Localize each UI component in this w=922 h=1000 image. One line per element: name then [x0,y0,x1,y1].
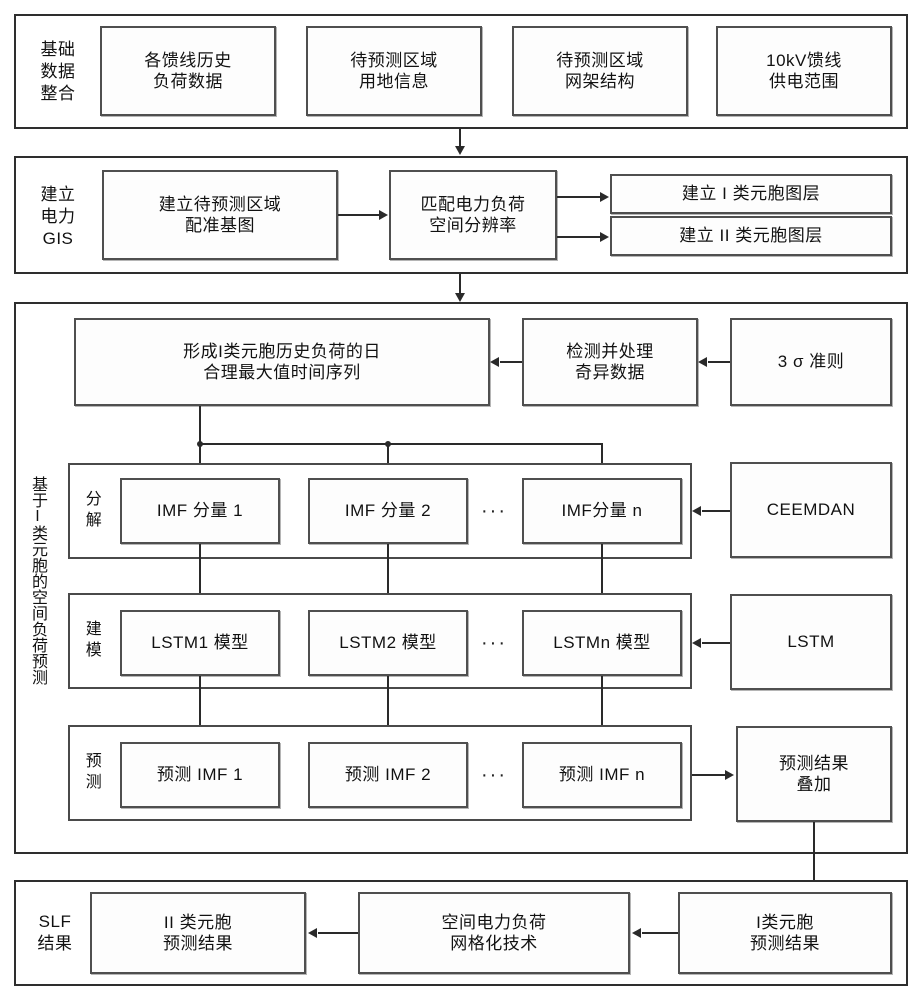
connector-lstm2-pred2 [387,676,389,728]
connector-lstm-lstmn [702,642,730,644]
row-label-decompose: 分 解 [85,491,103,529]
box-pred-imf-2: 预测 IMF 2 [308,742,468,808]
box-class1-result: I类元胞 预测结果 [678,892,892,974]
box-imf-2: IMF 分量 2 [308,478,468,544]
box-class2-layer-text: 建立 II 类元胞图层 [679,226,823,246]
box-imf-2-text: IMF 分量 2 [344,501,432,521]
box-pred-imf-2-text: 预测 IMF 2 [344,765,432,785]
connector-s2-s3 [459,274,461,294]
box-detect-outliers-text: 检测并处理 奇异数据 [566,341,654,382]
dots-modeling: ··· [481,631,507,654]
fanout-bus [199,443,603,445]
box-sum-results: 预测结果 叠加 [736,726,892,822]
arrow-detect-daily [490,357,499,367]
fanout-drop-1 [199,443,201,467]
box-pred-imf-n: 预测 IMF n [522,742,682,808]
row-label-modeling: 建 模 [85,621,103,659]
box-three-sigma: 3 σ 准则 [730,318,892,406]
box-match-resolution-text: 匹配电力负荷 空间分辨率 [420,194,526,235]
box-three-sigma-text: 3 σ 准则 [777,352,845,372]
box-lstm-2: LSTM2 模型 [308,610,468,676]
fanout-drop-2 [387,443,389,467]
arrow-match-class2 [600,232,609,242]
connector-ceemdan-imfn [702,510,730,512]
arrow-predn-sum [725,770,734,780]
box-match-resolution: 匹配电力负荷 空间分辨率 [389,170,557,260]
connector-s1-s2 [459,129,461,147]
connector-class1result-grid [642,932,678,934]
arrow-class1result-grid [632,928,641,938]
arrow-s1-s2 [455,146,465,155]
connector-detect-daily [500,361,522,363]
box-detect-outliers: 检测并处理 奇异数据 [522,318,698,406]
box-sum-results-text: 预测结果 叠加 [779,753,849,794]
connector-predn-sum [692,774,726,776]
arrow-grid-class2result [308,928,317,938]
connector-lstm1-pred1 [199,676,201,728]
arrow-ceemdan-imfn [692,506,701,516]
box-base-map-text: 建立待预测区域 配准基图 [158,194,282,235]
section-label-slf-result: SLF 结果 [37,911,73,953]
box-ceemdan: CEEMDAN [730,462,892,558]
box-lstm-2-text: LSTM2 模型 [339,633,437,653]
connector-match-class2 [557,236,601,238]
connector-lstmn-predn [601,676,603,728]
box-class1-layer: 建立 I 类元胞图层 [610,174,892,214]
connector-match-class1 [557,196,601,198]
box-class1-layer-text: 建立 I 类元胞图层 [681,184,821,204]
box-feeder-history-text: 各馈线历史 负荷数据 [144,50,232,91]
arrow-lstm-lstmn [692,638,701,648]
box-ceemdan-text: CEEMDAN [766,500,856,520]
section-label-class1-forecast-text: 基于I类元胞的空间负荷预测 [28,475,46,685]
box-class2-result: II 类元胞 预测结果 [90,892,306,974]
box-feeder-history: 各馈线历史 负荷数据 [100,26,276,116]
dots-prediction: ··· [481,763,507,786]
connector-basemap-match [338,214,380,216]
box-pred-imf-1: 预测 IMF 1 [120,742,280,808]
box-lstm-side-text: LSTM [787,632,835,652]
box-imf-1: IMF 分量 1 [120,478,280,544]
box-gridding-tech-text: 空间电力负荷 网格化技术 [441,912,547,953]
section-label-data-integration: 基础 数据 整合 [40,39,76,104]
section-label-class1-forecast: 基于I类元胞的空间负荷预测 [20,352,54,808]
box-class1-result-text: I类元胞 预测结果 [750,912,820,953]
box-lstm-1: LSTM1 模型 [120,610,280,676]
arrow-match-class1 [600,192,609,202]
box-imf-n: IMF分量 n [522,478,682,544]
dots-decompose: ··· [481,499,507,522]
fanout-drop-n [601,443,603,467]
box-lstm-n: LSTMn 模型 [522,610,682,676]
box-grid-structure: 待预测区域 网架结构 [512,26,688,116]
arrow-sigma-detect [698,357,707,367]
box-lstm-side: LSTM [730,594,892,690]
arrow-s2-s3 [455,293,465,302]
connector-imfn-lstmn [601,544,603,596]
box-land-use-info: 待预测区域 用地信息 [306,26,482,116]
section-label-power-gis: 建立 电力 GIS [40,184,76,249]
box-class2-layer: 建立 II 类元胞图层 [610,216,892,256]
box-lstm-1-text: LSTM1 模型 [151,633,249,653]
arrow-basemap-match [379,210,388,220]
connector-imf1-lstm1 [199,544,201,596]
fanout-stem [199,406,201,444]
box-daily-max-series: 形成I类元胞历史负荷的日 合理最大值时间序列 [74,318,490,406]
connector-sum-class1result [813,822,815,890]
box-imf-1-text: IMF 分量 1 [156,501,244,521]
box-pred-imf-n-text: 预测 IMF n [558,765,646,785]
box-grid-structure-text: 待预测区域 网架结构 [556,50,644,91]
box-class2-result-text: II 类元胞 预测结果 [163,912,233,953]
box-base-map: 建立待预测区域 配准基图 [102,170,338,260]
connector-imf2-lstm2 [387,544,389,596]
connector-grid-class2result [318,932,358,934]
box-supply-range-text: 10kV馈线 供电范围 [766,50,842,91]
box-gridding-tech: 空间电力负荷 网格化技术 [358,892,630,974]
box-land-use-info-text: 待预测区域 用地信息 [350,50,438,91]
box-lstm-n-text: LSTMn 模型 [553,633,651,653]
box-supply-range: 10kV馈线 供电范围 [716,26,892,116]
box-daily-max-series-text: 形成I类元胞历史负荷的日 合理最大值时间序列 [183,341,381,382]
row-label-prediction: 预 测 [85,753,103,791]
box-pred-imf-1-text: 预测 IMF 1 [156,765,244,785]
connector-sigma-detect [708,361,730,363]
box-imf-n-text: IMF分量 n [561,501,643,521]
